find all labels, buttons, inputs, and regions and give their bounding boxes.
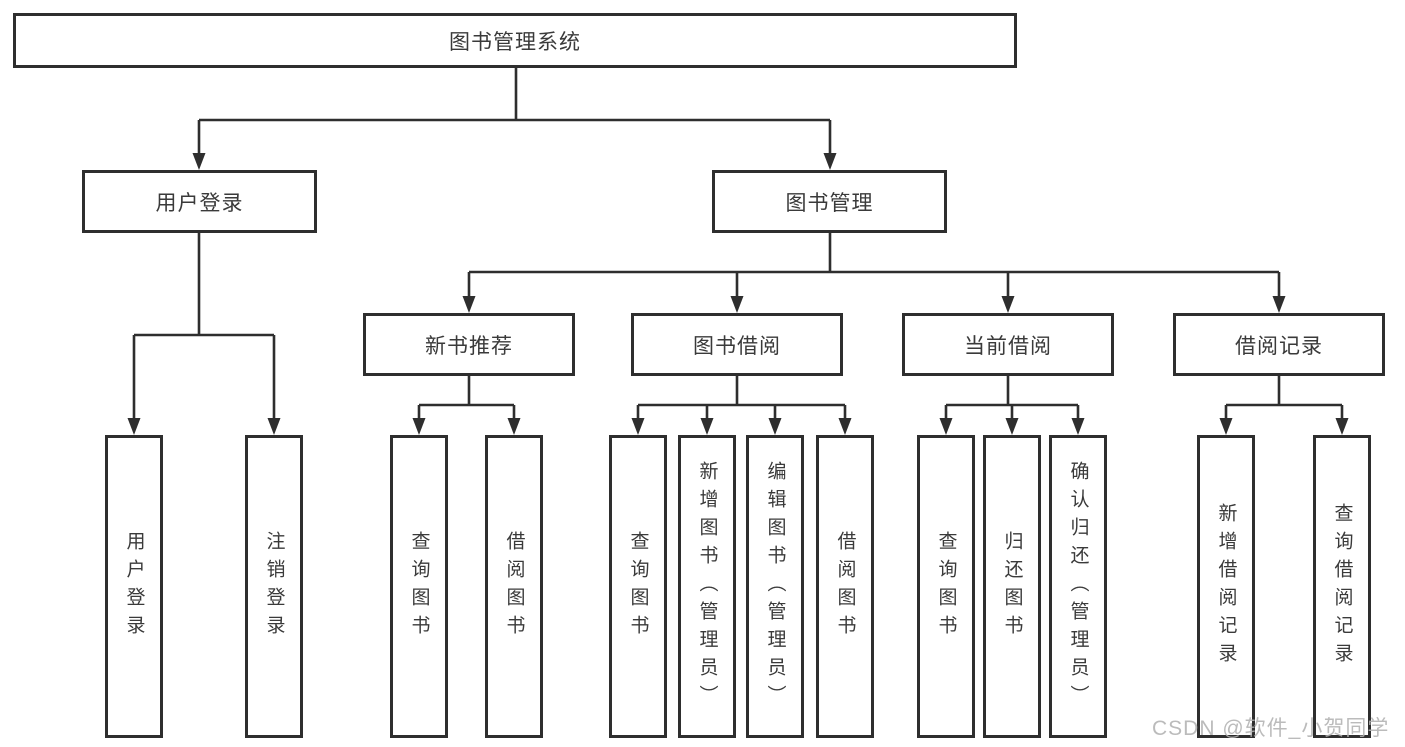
node-new-book-recommend: 新书推荐 <box>363 313 575 376</box>
leaf-query-books-current: 查询图书 <box>917 435 975 738</box>
leaf-query-borrow-record: 查询借阅记录 <box>1313 435 1371 738</box>
leaf-borrow-books-recommend: 借阅图书 <box>485 435 543 738</box>
connector-borrow-records-to-leaves <box>1219 376 1349 435</box>
leaf-add-borrow-record: 新增借阅记录 <box>1197 435 1255 738</box>
leaf-add-books-admin: 新增图书（管理员） <box>678 435 736 738</box>
connector-new-book-recommend-to-leaves <box>412 376 521 435</box>
leaf-user-login: 用户登录 <box>105 435 163 738</box>
leaf-query-books-recommend: 查询图书 <box>390 435 448 738</box>
leaf-query-books-borrow: 查询图书 <box>609 435 667 738</box>
connector-root-to-level2 <box>192 68 837 170</box>
node-user-login: 用户登录 <box>82 170 317 233</box>
connector-book-management-to-level3 <box>462 233 1286 313</box>
connector-user-login-to-leaves <box>127 233 281 435</box>
node-book-management: 图书管理 <box>712 170 947 233</box>
connector-current-borrow-to-leaves <box>939 376 1085 435</box>
connector-book-borrow-to-leaves <box>631 376 852 435</box>
csdn-watermark: CSDN @软件_小贺同学 <box>1152 717 1390 740</box>
node-book-borrow: 图书借阅 <box>631 313 843 376</box>
leaf-borrow-books: 借阅图书 <box>816 435 874 738</box>
node-borrow-records: 借阅记录 <box>1173 313 1385 376</box>
leaf-logout: 注销登录 <box>245 435 303 738</box>
leaf-edit-books-admin: 编辑图书（管理员） <box>746 435 804 738</box>
node-root-library-system: 图书管理系统 <box>13 13 1017 68</box>
node-current-borrow: 当前借阅 <box>902 313 1114 376</box>
leaf-return-books: 归还图书 <box>983 435 1041 738</box>
leaf-confirm-return-admin: 确认归还（管理员） <box>1049 435 1107 738</box>
